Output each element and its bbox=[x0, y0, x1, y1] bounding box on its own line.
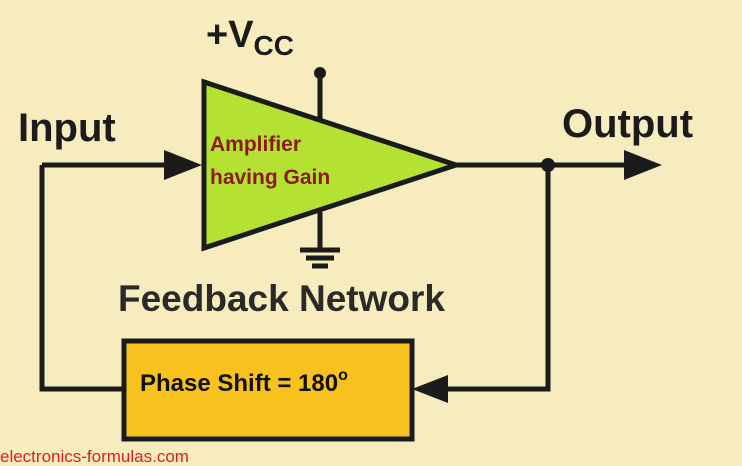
amplifier-label-line2: having Gain bbox=[210, 166, 331, 189]
input-arrow-icon bbox=[164, 150, 202, 180]
feedback-network-label: Feedback Network bbox=[118, 278, 445, 319]
amplifier-label: Amplifier having Gain bbox=[210, 128, 330, 194]
phase-shift-label: Phase Shift = 180o bbox=[140, 368, 348, 397]
phase-shift-box bbox=[121, 338, 415, 442]
feedback-wire-right bbox=[440, 165, 551, 392]
input-label: Input bbox=[18, 106, 116, 150]
feedback-wire-left bbox=[39, 165, 124, 392]
vcc-subscript: CC bbox=[253, 30, 294, 61]
output-arrow-icon bbox=[624, 150, 662, 180]
vcc-terminal bbox=[314, 67, 326, 79]
amplifier-triangle bbox=[201, 78, 464, 252]
amplifier-label-line1: Amplifier bbox=[210, 133, 302, 156]
vcc-label: +VCC bbox=[206, 14, 294, 60]
output-label: Output bbox=[562, 102, 694, 146]
degree-symbol: o bbox=[338, 367, 348, 384]
phase-shift-text: Phase Shift = 180 bbox=[140, 370, 339, 397]
watermark: electronics-formulas.com bbox=[0, 447, 189, 466]
feedback-arrow-icon bbox=[412, 375, 448, 403]
vcc-main: +V bbox=[206, 14, 254, 56]
ground-icon bbox=[300, 247, 340, 269]
